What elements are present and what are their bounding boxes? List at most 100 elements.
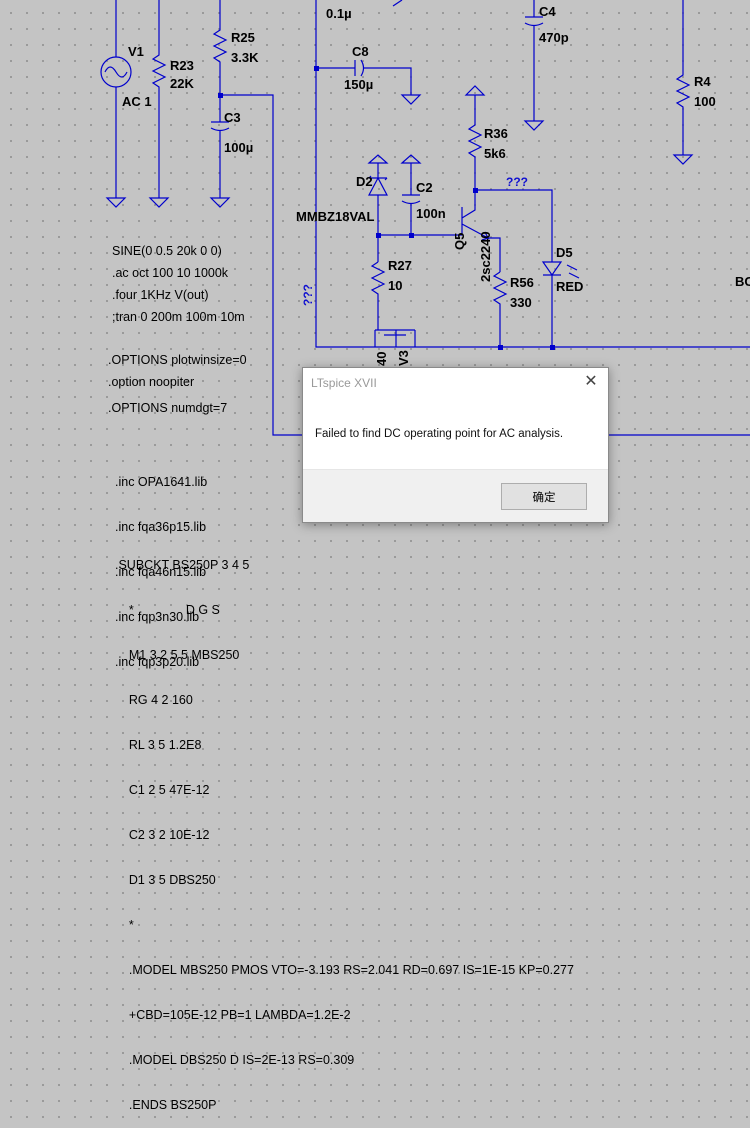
r25-resistor <box>212 0 228 95</box>
r25-value[interactable]: 3.3K <box>231 50 259 65</box>
r4-value[interactable]: 100 <box>694 94 716 109</box>
c4-capacitor <box>524 0 544 121</box>
node-dot <box>409 233 414 238</box>
ground-c3 <box>209 197 231 208</box>
node-dot <box>498 345 503 350</box>
subckt-line: M1 3 2 5 5 MBS250 <box>115 648 240 662</box>
c-top-value[interactable]: 0.1µ <box>326 6 352 21</box>
subckt-line: * <box>115 918 134 932</box>
supply-r36 <box>464 85 486 125</box>
ground-r4 <box>672 154 694 165</box>
directive-noopiter[interactable]: .option noopiter <box>108 375 195 389</box>
wire-node-a <box>220 94 302 436</box>
r4-name[interactable]: R4 <box>694 74 711 89</box>
c8-value[interactable]: 150µ <box>344 77 374 92</box>
r27-value[interactable]: 10 <box>388 278 403 293</box>
c2-name[interactable]: C2 <box>416 180 433 195</box>
r27-resistor <box>370 261 386 330</box>
c8-name[interactable]: C8 <box>352 44 369 59</box>
wire-r25-c3 <box>210 95 230 198</box>
d2-zener <box>368 175 388 262</box>
r56-resistor <box>492 271 508 347</box>
subckt-line: .MODEL DBS250 D IS=2E-13 RS=0.309 <box>115 1053 355 1067</box>
subckt-line: D1 3 5 DBS250 <box>115 873 216 887</box>
r23-value[interactable]: 22K <box>170 76 194 91</box>
wire-c-top <box>315 0 750 348</box>
r25-name[interactable]: R25 <box>231 30 255 45</box>
include-line: .inc fqa46n15.lib <box>115 565 207 579</box>
c2-value[interactable]: 100n <box>416 206 446 221</box>
directive-ac[interactable]: .ac oct 100 10 1000k <box>112 266 229 280</box>
c4-value[interactable]: 470p <box>539 30 569 45</box>
node-dot <box>376 233 381 238</box>
d5-led <box>541 261 563 347</box>
r4-resistor <box>675 0 691 155</box>
d5-value[interactable]: RED <box>556 279 584 294</box>
r23-resistor <box>151 0 167 198</box>
r27-name[interactable]: R27 <box>388 258 412 273</box>
wire-c8 <box>316 59 412 95</box>
c2-capacitor <box>401 194 421 235</box>
c3-value[interactable]: 100µ <box>224 140 254 155</box>
node-dot <box>550 345 555 350</box>
subckt-line: .ENDS BS250P <box>115 1098 217 1112</box>
v1-value[interactable]: AC 1 <box>122 94 152 109</box>
include-line: .inc fqp3p20.lib <box>115 655 200 669</box>
subckt-line: * D G S <box>115 603 220 617</box>
close-icon[interactable]: ✕ <box>584 373 598 390</box>
r36-name[interactable]: R36 <box>484 126 508 141</box>
node-dot <box>473 188 478 193</box>
directive-four[interactable]: .four 1KHz V(out) <box>112 288 209 302</box>
error-dialog[interactable]: LTspice XVII ✕ Failed to find DC operati… <box>302 367 609 523</box>
c4-name[interactable]: C4 <box>539 4 556 19</box>
subckt-line: C2 3 2 10E-12 <box>115 828 210 842</box>
directive-numdgt[interactable]: .OPTIONS numdgt=7 <box>108 401 228 415</box>
node-dot <box>218 93 223 98</box>
schematic-canvas[interactable] <box>0 0 750 795</box>
d5-name[interactable]: D5 <box>556 245 573 260</box>
directive-plotwinsize[interactable]: .OPTIONS plotwinsize=0 <box>108 353 247 367</box>
include-block[interactable]: .inc OPA1641.lib .inc fqa36p15.lib .inc … <box>115 445 207 685</box>
subckt-block[interactable]: .SUBCKT BS250P 3 4 5 * D G S M1 3 2 5 5 … <box>115 528 574 1128</box>
ground-r23 <box>148 197 170 208</box>
subckt-line: RG 4 2 160 <box>115 693 193 707</box>
q5-transistor <box>461 190 490 241</box>
include-line: .inc fqp3n30.lib <box>115 610 200 624</box>
directive-tran[interactable]: ;tran 0 200m 100m 10m <box>112 310 245 324</box>
q5-name[interactable]: Q5 <box>452 232 467 250</box>
mosfet-bottom <box>374 329 416 347</box>
directive-sine[interactable]: SINE(0 0.5 20k 0 0) <box>112 244 222 258</box>
subckt-line: +CBD=105E-12 PB=1 LAMBDA=1.2E-2 <box>115 1008 351 1022</box>
subckt-line: C1 2 5 47E-12 <box>115 783 210 797</box>
q5-value[interactable]: 2sc2240 <box>478 231 493 282</box>
v1-name[interactable]: V1 <box>128 44 144 59</box>
wire-q5-emitter <box>488 237 501 272</box>
mosfet-a-label[interactable]: 40 <box>374 351 389 366</box>
r56-value[interactable]: 330 <box>510 295 532 310</box>
c3-name[interactable]: C3 <box>224 110 241 125</box>
ground-v1 <box>105 197 127 208</box>
d2-name[interactable]: D2 <box>356 174 373 189</box>
net-label-unknown-vertical[interactable]: ??? <box>301 284 315 306</box>
edge-component-label[interactable]: BC <box>735 274 750 289</box>
ground-c4 <box>523 120 545 131</box>
supply-d2 <box>367 154 389 178</box>
d5-rays <box>566 264 580 279</box>
net-label-unknown[interactable]: ??? <box>506 175 528 189</box>
supply-c2 <box>400 154 422 195</box>
r36-value[interactable]: 5k6 <box>484 146 506 161</box>
dialog-footer: 确定 <box>303 469 608 522</box>
ok-button[interactable]: 确定 <box>501 483 587 510</box>
r56-name[interactable]: R56 <box>510 275 534 290</box>
mosfet-b-label[interactable]: V3 <box>396 350 411 366</box>
v1-source-symbol <box>100 56 132 88</box>
cap-top <box>392 0 403 7</box>
include-line: .inc OPA1641.lib <box>115 475 208 489</box>
subckt-line: .MODEL MBS250 PMOS VTO=-3.193 RS=2.041 R… <box>115 963 574 977</box>
r36-resistor <box>467 124 483 190</box>
v1-sine <box>104 66 128 78</box>
d2-value[interactable]: MMBZ18VAL <box>296 209 375 224</box>
r23-name[interactable]: R23 <box>170 58 194 73</box>
subckt-line: RL 3 5 1.2E8 <box>115 738 202 752</box>
include-line: .inc fqa36p15.lib <box>115 520 207 534</box>
